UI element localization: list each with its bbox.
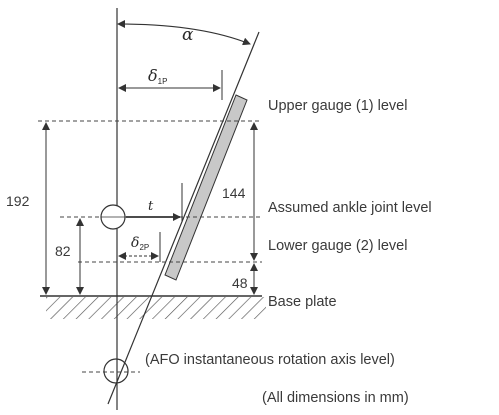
delta1-symbol: δ1P xyxy=(148,66,167,86)
inclined-afo-line xyxy=(107,31,260,405)
delta2-symbol: δ2P xyxy=(131,235,149,252)
dim-192-label: 192 xyxy=(6,193,30,209)
alpha-symbol: α xyxy=(182,25,194,45)
upper-gauge-label: Upper gauge (1) level xyxy=(268,98,407,114)
dim-48-label: 48 xyxy=(232,275,248,291)
ankle-joint-label: Assumed ankle joint level xyxy=(268,200,432,216)
t-symbol: t xyxy=(148,199,154,214)
base-plate-hatch xyxy=(46,297,266,319)
rotation-axis-circle xyxy=(103,358,129,384)
dim-82-label: 82 xyxy=(55,243,71,259)
dim-144-label: 144 xyxy=(222,185,246,201)
rotation-axis-label: (AFO instantaneous rotation axis level) xyxy=(145,352,395,368)
gauge-bar xyxy=(164,94,248,281)
lower-gauge-label: Lower gauge (2) level xyxy=(268,238,407,254)
units-note-label: (All dimensions in mm) xyxy=(262,390,409,406)
base-plate-label: Base plate xyxy=(268,294,337,310)
alpha-arc xyxy=(117,20,251,46)
